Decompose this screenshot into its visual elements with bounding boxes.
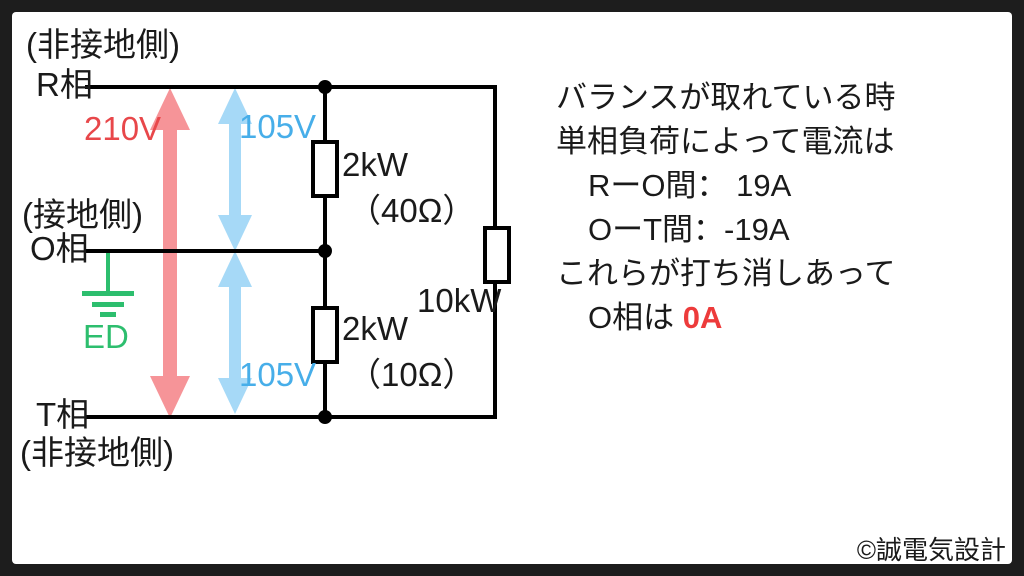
junction-dot-r (318, 80, 332, 94)
load-2kw-40ohm-box (311, 140, 339, 198)
label-ungrounded-top: (非接地側) (26, 26, 180, 63)
junction-dot-t (318, 410, 332, 424)
arrow-105v-bottom-head-bottom (218, 378, 252, 414)
label-grounded: (接地側) (22, 196, 143, 233)
wire-r-phase (85, 85, 497, 89)
label-load1-power: 2kW (342, 146, 408, 183)
label-load3-power: 10kW (417, 282, 502, 319)
label-ungrounded-bottom: (非接地側) (20, 434, 174, 471)
label-earth-ed: ED (83, 318, 129, 355)
arrow-210v-head-top (150, 88, 190, 130)
arrow-105v-top-head-top (218, 88, 252, 124)
arrow-105v-bottom-head-top (218, 251, 252, 287)
copyright-credit: ©誠電気設計 (856, 535, 1006, 565)
load-10kw-box (483, 226, 511, 284)
label-load2-power: 2kW (342, 310, 408, 347)
explanation-note: バランスが取れている時 単相負荷によって電流は RーO間： 19A OーT間：-… (556, 76, 895, 340)
label-phase-r: R相 (36, 66, 93, 103)
earth-bar-mid (92, 302, 124, 307)
note-line-1: バランスが取れている時 (556, 80, 896, 115)
arrow-105v-top-head-bottom (218, 215, 252, 251)
label-phase-o: O相 (30, 230, 89, 267)
note-line-5: これらが打ち消しあって (556, 256, 896, 291)
earth-stem (106, 251, 110, 291)
arrow-105v-top-shaft (229, 120, 241, 218)
label-105v-top: 105V (239, 108, 317, 145)
label-phase-t: T相 (36, 396, 90, 433)
note-line-4: OーT間：-19A (588, 212, 790, 247)
earth-bar-long (82, 291, 134, 296)
note-line-3: RーO間： 19A (588, 168, 792, 203)
arrow-210v-head-bottom (150, 376, 190, 418)
note-line-6: O相は 0A (556, 296, 895, 340)
label-load2-resistance: （10Ω） (348, 356, 476, 393)
wire-t-phase (85, 415, 497, 419)
label-load1-resistance: （40Ω） (348, 192, 476, 229)
arrow-105v-bottom-shaft (229, 283, 241, 381)
load-2kw-10ohm-box (311, 306, 339, 364)
note-zero-amp-highlight: 0A (682, 300, 723, 335)
earth-bar-short (100, 312, 116, 317)
note-line-6-text: O相は (588, 300, 683, 335)
label-105v-bottom: 105V (239, 356, 317, 393)
label-210v: 210V (84, 110, 162, 147)
wire-o-phase (85, 249, 327, 253)
note-line-2: 単相負荷によって電流は (556, 124, 895, 159)
junction-dot-o (318, 244, 332, 258)
